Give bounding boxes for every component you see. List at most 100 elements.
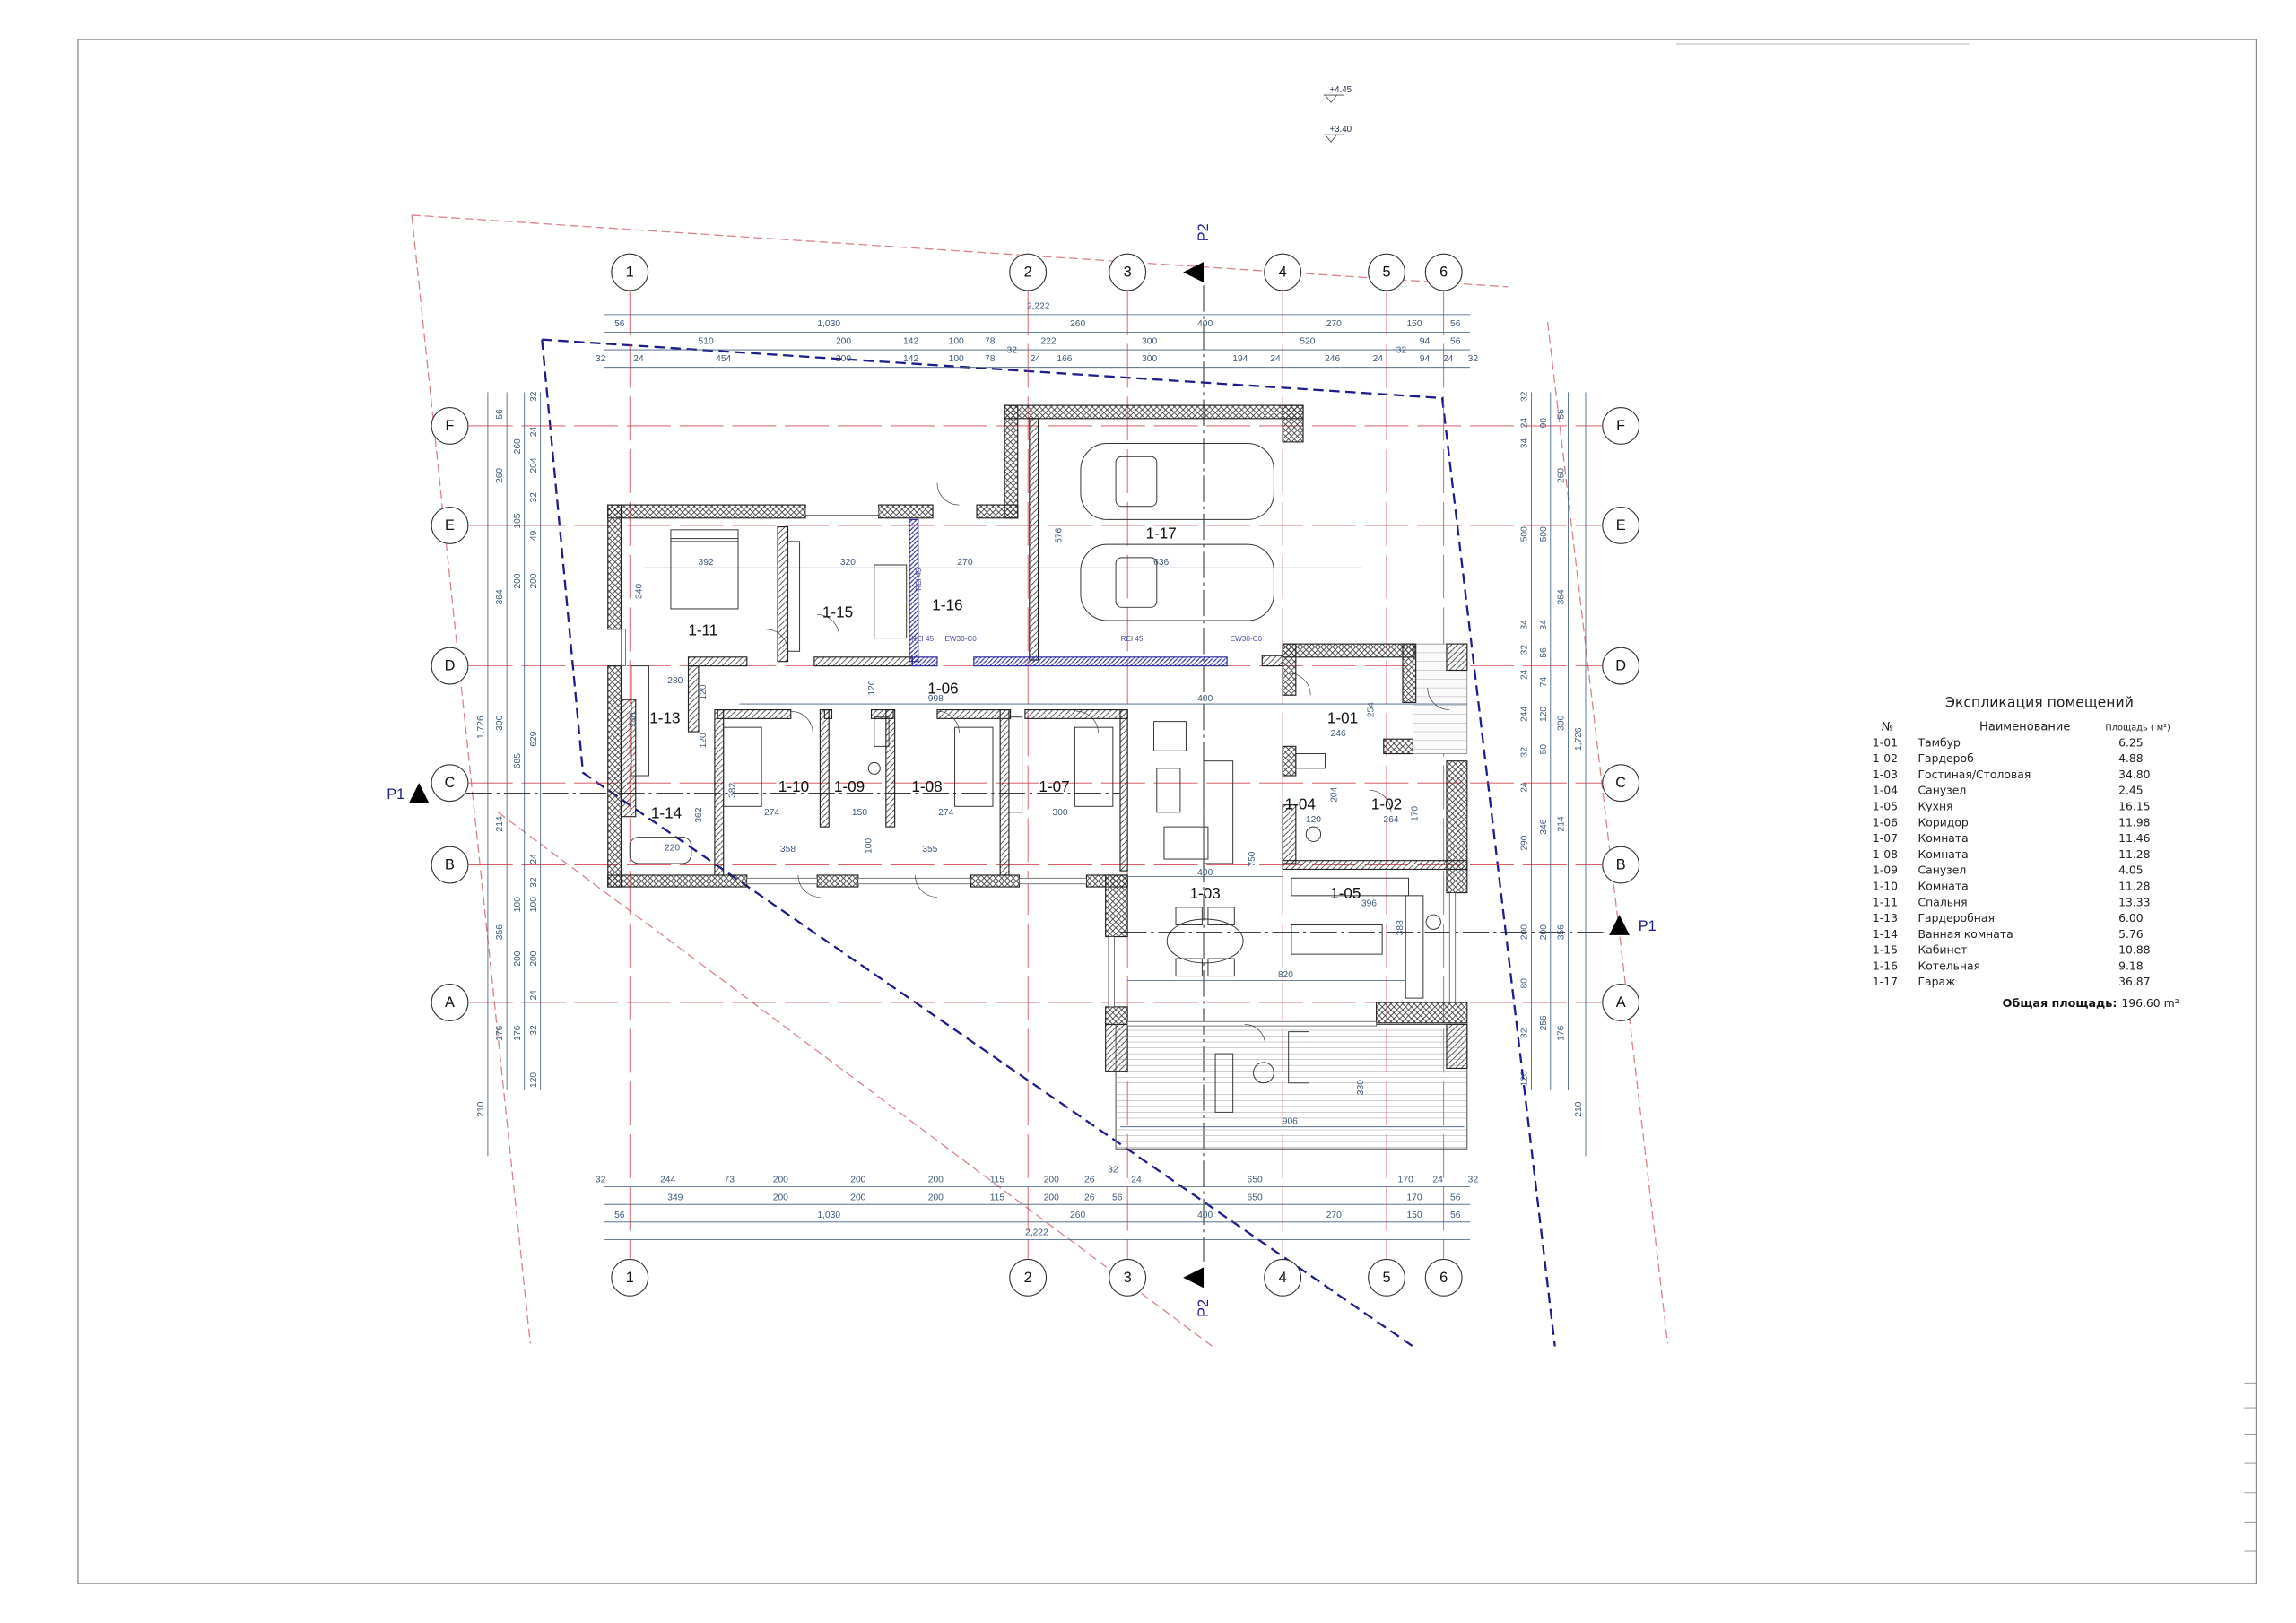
dimension-value: 500 — [1520, 526, 1530, 542]
dimension-value: 32 — [596, 1176, 606, 1185]
window — [1108, 936, 1115, 1008]
grid-bubble — [430, 406, 469, 445]
dimension-value: 200 — [928, 1193, 944, 1202]
dimension-value: 200 — [529, 950, 539, 966]
room-number-label: 1-10 — [778, 777, 809, 795]
dimension-value: 349 — [667, 1193, 683, 1202]
room-name: Санузел — [1918, 784, 1966, 797]
dimension-value: 270 — [1326, 319, 1342, 329]
room-area: 13.33 — [2118, 895, 2150, 908]
grid-bubble — [1109, 1258, 1147, 1297]
dimension-value: 100 — [865, 838, 874, 854]
dimension-value: 34 — [1520, 620, 1530, 630]
wall — [607, 504, 806, 519]
wall — [607, 504, 622, 630]
walls — [607, 404, 1468, 1072]
dining-chair — [1207, 958, 1235, 977]
dimension-value: 200 — [928, 1176, 944, 1185]
grid-bubble — [430, 506, 469, 544]
dimension-value: 74 — [1539, 677, 1549, 688]
dimension-value: 170 — [1398, 1176, 1413, 1185]
dimension-value: 142 — [903, 337, 918, 347]
dimension-value: 170 — [1410, 806, 1420, 821]
grid-axis-label: A — [1616, 994, 1626, 1011]
room-name: Комната — [1918, 831, 1968, 845]
fire-wall — [973, 656, 1228, 667]
dimension-value: 120 — [867, 680, 877, 695]
room-area: 36.87 — [2118, 975, 2150, 988]
furniture — [629, 443, 1450, 1113]
dimension-value: 358 — [780, 845, 796, 855]
dimension-value: 56 — [1450, 319, 1461, 329]
dimension-value: 200 — [1539, 924, 1549, 940]
room-number: 1-14 — [1873, 927, 1898, 941]
section-arrow-icon — [1183, 1267, 1205, 1289]
dimension-value: 176 — [495, 1025, 505, 1040]
car-windshield — [1115, 557, 1158, 608]
door-swing — [1369, 790, 1392, 812]
room-name: Котельная — [1918, 959, 1980, 972]
room-name: Ванная комната — [1918, 927, 2013, 941]
room-number: 1-03 — [1873, 768, 1898, 781]
dimension-value: 32 — [529, 391, 539, 402]
double-bed — [670, 538, 739, 610]
wall — [717, 708, 792, 719]
room-area: 6.25 — [2118, 735, 2144, 749]
dimension-value: 200 — [773, 1176, 788, 1185]
dimension-value: 32 — [1108, 1165, 1118, 1175]
room-name: Кухня — [1918, 800, 1952, 813]
grid-bubble — [611, 253, 649, 291]
grid-bubble — [1424, 253, 1463, 291]
dimension-value: 246 — [1331, 729, 1346, 739]
dimension-value: 750 — [1248, 851, 1257, 866]
dimension-value: 210 — [1574, 1101, 1584, 1116]
dimension-value: 194 — [1232, 354, 1248, 364]
grid-axis-label: 1 — [626, 1270, 634, 1286]
window — [857, 877, 971, 885]
wall — [936, 708, 1012, 719]
dimension-value: 32 — [1520, 747, 1530, 758]
dimension-value: 320 — [840, 558, 856, 568]
dimension-value: 260 — [513, 438, 523, 454]
grid-bubble — [430, 647, 469, 685]
dimension-value: 120 — [699, 684, 709, 699]
dimension-value: 210 — [476, 1101, 486, 1116]
room-area: 11.98 — [2118, 815, 2151, 829]
section-arrow-icon — [408, 783, 430, 804]
grid-bubble — [1602, 406, 1640, 445]
wall — [1282, 643, 1297, 696]
door-swing — [1427, 688, 1450, 710]
room-number-label: 1-02 — [1371, 795, 1402, 813]
room-area: 11.28 — [2118, 879, 2151, 892]
grid-axis-label: 1 — [626, 265, 634, 281]
dimension-value: 222 — [1040, 337, 1056, 347]
grid-axis-label: A — [445, 994, 455, 1011]
room-area: 2.45 — [2118, 784, 2144, 797]
door-swing — [1288, 673, 1311, 696]
dimension-value: 166 — [1057, 354, 1072, 364]
dimension-value: 32 — [529, 877, 539, 888]
dimension-value: 240 — [629, 712, 639, 727]
section-label-p2: P2 — [1196, 223, 1212, 241]
wall — [620, 699, 637, 818]
dimension-value: 176 — [1557, 1025, 1567, 1040]
room-number: 1-04 — [1873, 784, 1898, 797]
dimension-value: 362 — [694, 807, 704, 822]
dimension-value: 204 — [529, 457, 539, 473]
elevation-marker-icon — [1323, 134, 1344, 143]
room-number: 1-08 — [1873, 847, 1898, 861]
grid-bubble — [1264, 1258, 1302, 1297]
dimension-value: 200 — [529, 573, 539, 588]
section-arrow-icon — [1183, 262, 1205, 282]
dimension-value: 340 — [634, 584, 644, 599]
